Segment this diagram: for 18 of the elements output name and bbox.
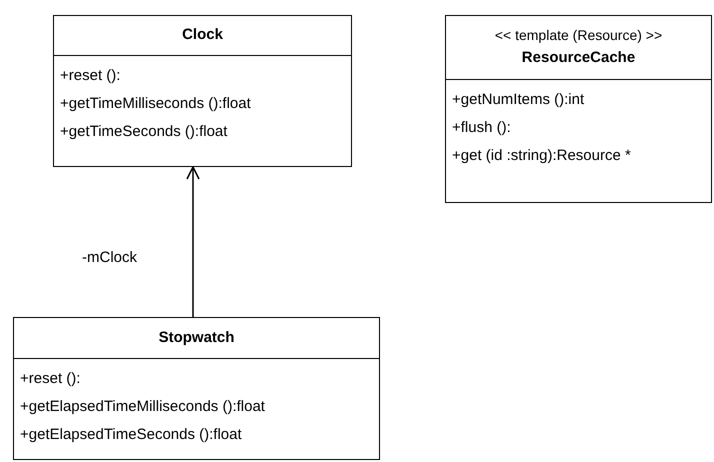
method-text: +getElapsedTimeSeconds ():float [20,425,243,445]
method-text: +reset (): [20,369,82,389]
stereotype-label: << template (Resource) >> [494,27,662,45]
association-arrow [186,166,200,317]
method-text: +flush (): [452,118,512,138]
method-text: +get (id :string):Resource * [452,146,632,166]
method-text: +getTimeMilliseconds ():float [60,94,252,114]
class-box [13,317,380,460]
method-text: +getElapsedTimeMilliseconds ():float [20,397,266,417]
edge-label: -mClock [80,250,139,265]
class-name: Stopwatch [158,328,234,348]
class-box [53,15,352,167]
method-text: +getNumItems ():int [452,90,586,110]
method-text: +getTimeSeconds ():float [60,122,228,142]
class-name: Clock [182,26,223,45]
class-name: ResourceCache [522,48,636,68]
method-text: +reset (): [60,66,122,86]
class-box [445,15,712,203]
